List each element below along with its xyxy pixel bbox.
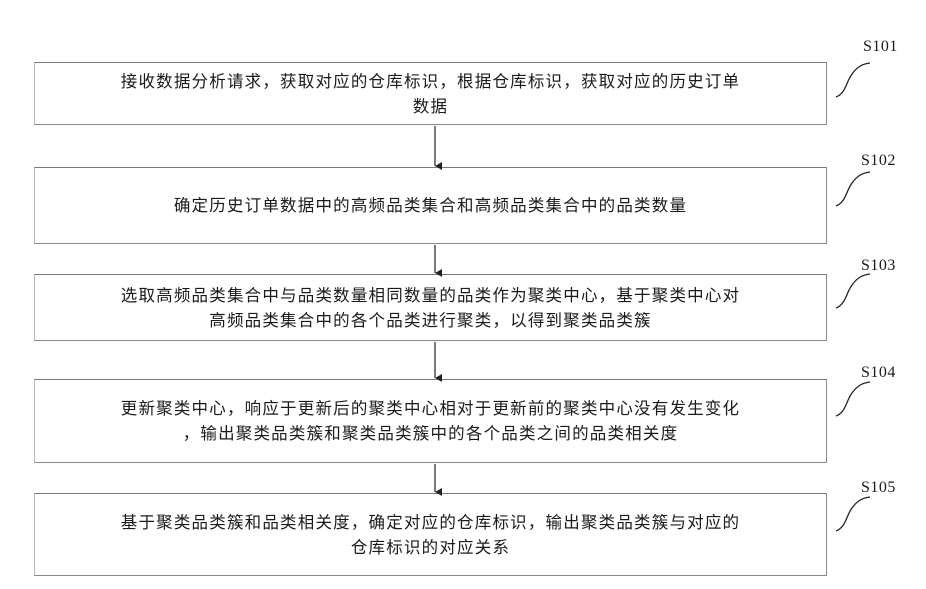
leader-curve-s102 (836, 172, 870, 206)
leader-curve-s101 (836, 63, 870, 97)
leader-curve-s104 (836, 382, 870, 416)
leader-curve-s105 (836, 497, 870, 531)
leader-curve-s103 (836, 274, 870, 308)
